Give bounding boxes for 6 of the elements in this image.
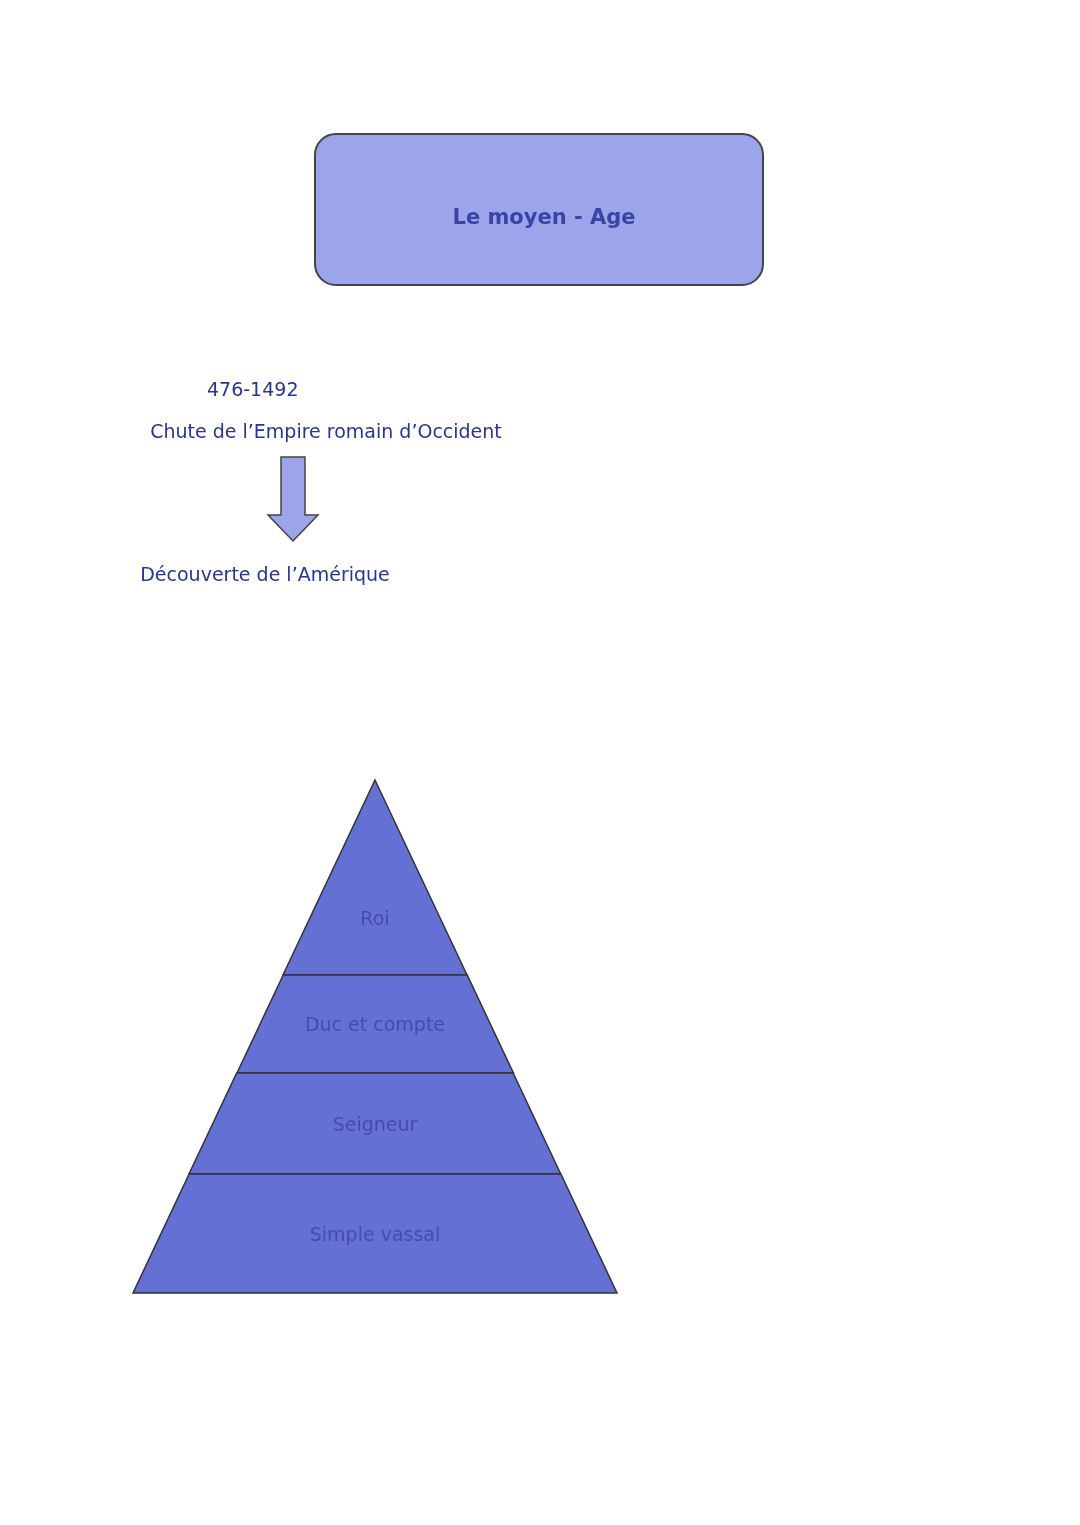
timeline-text: Découverte de l’Amérique [139, 562, 391, 587]
timeline-text: Chute de l’Empire romain d’Occident [149, 419, 503, 444]
date-range: 476-1492 [207, 378, 299, 400]
title-text: Le moyen - Age [452, 204, 636, 229]
title-box [314, 133, 764, 286]
block-arrow [266, 456, 320, 543]
